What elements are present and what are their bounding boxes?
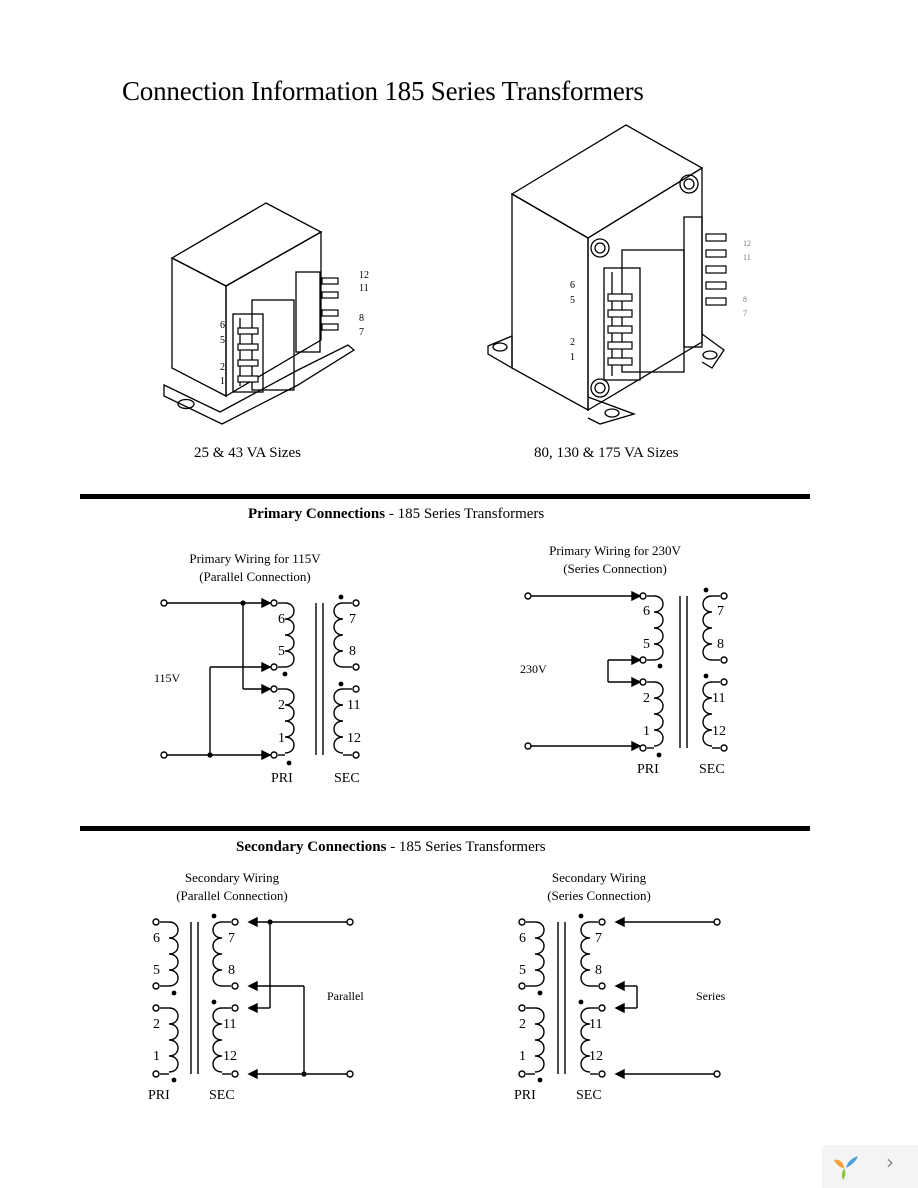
pin-label: 8	[228, 963, 235, 978]
primary-heading: Primary Connections - 185 Series Transfo…	[248, 506, 545, 522]
pin-label: 11	[347, 698, 360, 713]
pin-label: 1	[153, 1049, 160, 1064]
pin-label: 1	[519, 1049, 526, 1064]
pin-label: 2	[519, 1017, 526, 1032]
transformer-large-illustration: 6 5 2 1 12 11 8 7	[487, 124, 751, 425]
pin-label: 12	[589, 1049, 603, 1064]
pin-label: 5	[519, 963, 526, 978]
pin-label: 5	[153, 963, 160, 978]
pin-label: 6	[519, 931, 526, 946]
pin-label: 5	[278, 644, 285, 659]
pin-label: 5	[570, 295, 575, 306]
pri-label: PRI	[637, 762, 659, 777]
pin-label: 8	[359, 313, 364, 324]
pin-label: 12	[712, 724, 726, 739]
divider	[80, 494, 810, 499]
pin-label: 1	[643, 724, 650, 739]
pin-label: 12	[223, 1049, 237, 1064]
pin-label: 7	[595, 931, 602, 946]
pin-label: 1	[278, 731, 285, 746]
pin-label: 5	[220, 335, 225, 346]
pin-label: 1	[220, 376, 225, 387]
diagram-title: Secondary Wiring(Parallel Connection)	[176, 870, 288, 903]
diagram-title: Primary Wiring for 115V(Parallel Connect…	[189, 551, 321, 584]
pin-label: 8	[595, 963, 602, 978]
viewer-toolbar	[822, 1145, 918, 1188]
pin-label: 11	[359, 283, 369, 294]
large-caption: 80, 130 & 175 VA Sizes	[534, 445, 679, 461]
sec-label: SEC	[334, 771, 360, 786]
pin-label: 2	[278, 698, 285, 713]
transformer-small-illustration: 6 5 2 1 12 11 8 7	[163, 202, 369, 425]
page-title: Connection Information 185 Series Transf…	[122, 76, 644, 106]
pin-label: 11	[743, 253, 751, 262]
pin-label: 6	[643, 604, 650, 619]
connection-note: Series	[696, 989, 726, 1003]
pri-label: PRI	[271, 771, 293, 786]
small-caption: 25 & 43 VA Sizes	[194, 445, 301, 461]
pin-label: 6	[220, 320, 225, 331]
pri-label: PRI	[148, 1088, 170, 1103]
pin-label: 2	[643, 691, 650, 706]
viewer-logo-icon[interactable]	[830, 1150, 862, 1182]
pin-label: 6	[570, 280, 575, 291]
diagram-title: Primary Wiring for 230V(Series Connectio…	[549, 543, 681, 576]
pin-label: 12	[347, 731, 361, 746]
pin-label: 1	[570, 352, 575, 363]
pin-label: 12	[743, 239, 751, 248]
pin-label: 8	[717, 637, 724, 652]
pin-label: 7	[359, 327, 364, 338]
pin-label: 2	[220, 362, 225, 373]
secondary-heading: Secondary Connections - 185 Series Trans…	[236, 839, 546, 855]
pin-label: 6	[278, 612, 285, 627]
voltage-label: 230V	[520, 662, 547, 676]
divider	[80, 826, 810, 831]
pin-label: 11	[223, 1017, 236, 1032]
pin-label: 8	[743, 295, 747, 304]
voltage-label: 115V	[154, 671, 181, 685]
pin-label: 7	[349, 612, 356, 627]
pin-label: 7	[228, 931, 235, 946]
pin-label: 2	[153, 1017, 160, 1032]
sec-label: SEC	[699, 762, 725, 777]
sec-label: SEC	[576, 1088, 602, 1103]
pin-label: 2	[570, 337, 575, 348]
pin-label: 12	[359, 270, 369, 281]
diagram-title: Secondary Wiring(Series Connection)	[547, 870, 651, 903]
connection-note: Parallel	[327, 989, 364, 1003]
pin-label: 5	[643, 637, 650, 652]
chevron-right-icon[interactable]: ›	[886, 1150, 894, 1174]
pin-label: 7	[717, 604, 724, 619]
pin-label: 6	[153, 931, 160, 946]
pin-label: 11	[712, 691, 725, 706]
pin-label: 11	[589, 1017, 602, 1032]
pin-label: 7	[743, 309, 747, 318]
pin-label: 8	[349, 644, 356, 659]
pri-label: PRI	[514, 1088, 536, 1103]
sec-label: SEC	[209, 1088, 235, 1103]
